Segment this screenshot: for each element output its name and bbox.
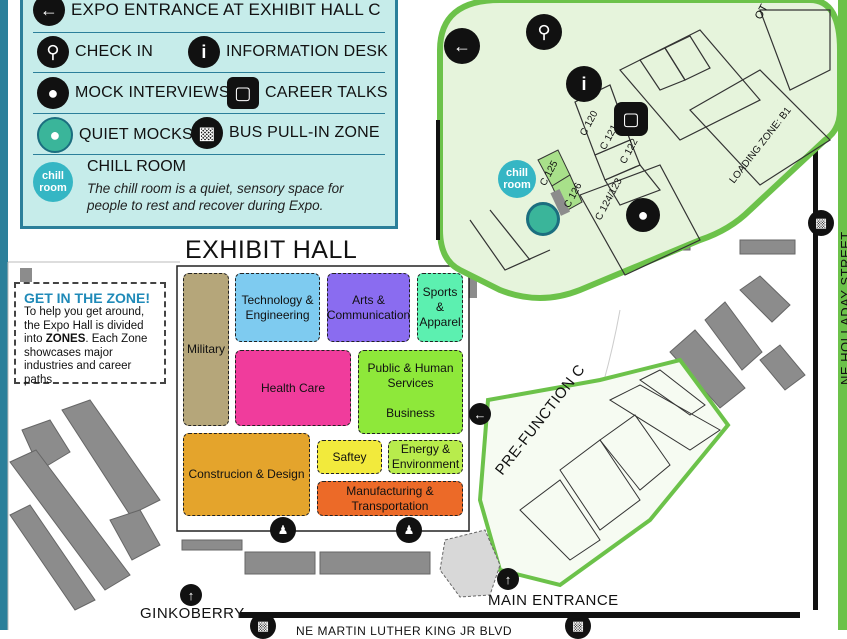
legend-information-desk: i INFORMATION DESK bbox=[188, 36, 388, 68]
legend-label: QUIET MOCKS bbox=[79, 126, 193, 143]
legend-check-in: ⚲ CHECK IN bbox=[37, 36, 153, 68]
inset-quiet-mocks-icon bbox=[526, 202, 560, 236]
legend-quiet-mocks: ● QUIET MOCKS bbox=[37, 117, 193, 153]
gray-buildings-left bbox=[9, 399, 431, 611]
legend-bus-zone: ▩ BUS PULL-IN ZONE bbox=[191, 117, 380, 149]
zone-arts-communication[interactable]: Arts & Communication bbox=[327, 273, 410, 342]
legend-label: BUS PULL-IN ZONE bbox=[229, 124, 380, 141]
legend-label: CAREER TALKS bbox=[265, 84, 388, 101]
chill-room-title: CHILL ROOM bbox=[87, 158, 186, 175]
inset-career-talks: ▢ bbox=[614, 102, 648, 136]
bus-icon: ▩ bbox=[565, 613, 591, 639]
presentation-icon: ▢ bbox=[614, 102, 648, 136]
inset-check-in: ⚲ bbox=[526, 14, 562, 50]
quiet-bubble-icon: ● bbox=[37, 117, 73, 153]
zone-label: Arts & Communication bbox=[326, 292, 411, 322]
right-border bbox=[838, 0, 847, 630]
ginkoberry-label: GINKOBERRY bbox=[140, 605, 245, 622]
restroom-icon: ♟ bbox=[396, 517, 422, 543]
chill-badge-top: chill bbox=[41, 170, 64, 182]
zone-health-care[interactable]: Health Care bbox=[235, 350, 351, 426]
legend-label: CHECK IN bbox=[75, 43, 154, 60]
get-in-the-zone-body: To help you get around, the Expo Hall is… bbox=[24, 306, 158, 387]
zone-label: Sports & Apparel bbox=[419, 285, 461, 329]
arrow-up-icon: ↑ bbox=[497, 568, 519, 590]
pre-function-outline bbox=[477, 357, 731, 588]
zone-label: Business bbox=[386, 406, 435, 420]
zone-label: Public & Human Services bbox=[367, 361, 454, 390]
inset-info-desk: i bbox=[566, 66, 602, 102]
legend-label: INFORMATION DESK bbox=[226, 43, 389, 60]
restroom-icon: ♟ bbox=[270, 517, 296, 543]
chill-badge-top: chill bbox=[505, 167, 528, 179]
arrow-left-icon: ← bbox=[33, 0, 65, 26]
get-in-the-zone-box: GET IN THE ZONE! To help you get around,… bbox=[14, 282, 166, 387]
gz-body-bold: ZONES bbox=[45, 333, 86, 345]
zone-technology-engineering[interactable]: Technology & Engineering bbox=[235, 273, 320, 342]
zone-label: Energy & Environment bbox=[391, 442, 460, 471]
street-line bbox=[813, 110, 818, 610]
get-in-the-zone-title: GET IN THE ZONE! bbox=[24, 290, 150, 306]
gz-body-post: . Each Zone showcases major industries a… bbox=[24, 333, 148, 386]
zone-safety[interactable]: Saftey bbox=[317, 440, 382, 474]
gz-body-pre: To help you get around, the Expo Hall is… bbox=[24, 306, 145, 345]
zone-label: Technology & Engineering bbox=[241, 292, 314, 322]
zone-energy-environment[interactable]: Energy & Environment bbox=[388, 440, 463, 474]
map-pin-icon: ⚲ bbox=[526, 14, 562, 50]
pre-function-rooms bbox=[519, 369, 721, 561]
arrow-up-icon: ↑ bbox=[180, 584, 202, 606]
speech-bubble-icon: ● bbox=[37, 77, 69, 109]
bottom-street-label: NE MARTIN LUTHER KING JR BLVD bbox=[296, 624, 513, 638]
zone-sports-apparel[interactable]: Sports & Apparel bbox=[417, 273, 463, 342]
speech-bubble-icon: ● bbox=[626, 198, 660, 232]
legend-title: EXPO ENTRANCE AT EXHIBIT HALL C bbox=[71, 0, 381, 19]
bus-icon: ▩ bbox=[191, 117, 223, 149]
legend-mock-interviews: ● MOCK INTERVIEWS bbox=[37, 77, 230, 109]
zone-public-human-services-business[interactable]: Public & Human Services Business bbox=[358, 350, 463, 434]
zone-construction-design[interactable]: Construcion & Design bbox=[183, 433, 310, 516]
entrance-plaza bbox=[439, 529, 501, 598]
chill-room-description: The chill room is a quiet, sensory space… bbox=[87, 181, 344, 213]
chill-badge-bottom: room bbox=[39, 182, 67, 194]
zone-label: Construcion & Design bbox=[188, 467, 305, 481]
holladay-street-label: NE HOLLADAY STREET bbox=[838, 231, 847, 385]
inset-map: ← ⚲ i ▢ ● chill room C 120 C 121 C 122 C… bbox=[430, 0, 842, 308]
exhibit-hall-title: EXHIBIT HALL bbox=[185, 236, 358, 264]
bus-icon: ▩ bbox=[808, 210, 834, 236]
legend-label: MOCK INTERVIEWS bbox=[75, 84, 230, 101]
zone-label: Military bbox=[187, 342, 225, 356]
chill-room-icon: chill room bbox=[33, 162, 73, 202]
info-icon: i bbox=[566, 66, 602, 102]
inset-rooms bbox=[469, 9, 831, 276]
inset-mock-interviews: ● bbox=[626, 198, 660, 232]
legend-career-talks: ▢ CAREER TALKS bbox=[227, 77, 388, 109]
legend-expo-entrance: ← EXPO ENTRANCE AT EXHIBIT HALL C bbox=[33, 0, 381, 26]
arrow-left-icon: ← bbox=[444, 28, 480, 64]
presentation-icon: ▢ bbox=[227, 77, 259, 109]
zone-manufacturing-transportation[interactable]: Manufacturing & Transportation bbox=[317, 481, 463, 516]
legend-panel: ← EXPO ENTRANCE AT EXHIBIT HALL C ⚲ CHEC… bbox=[20, 0, 398, 229]
left-border bbox=[0, 0, 8, 630]
inset-outline bbox=[437, 0, 842, 301]
info-icon: i bbox=[188, 36, 220, 68]
inset-chill-room-icon: chill room bbox=[498, 160, 536, 198]
zone-label: Health Care bbox=[260, 380, 326, 395]
chill-badge-bottom: room bbox=[503, 179, 531, 191]
bottom-street-line bbox=[240, 612, 800, 618]
bus-icon: ▩ bbox=[250, 613, 276, 639]
zone-label: Manufacturing & Transportation bbox=[346, 483, 434, 513]
zone-military[interactable]: Military bbox=[183, 273, 229, 426]
main-entrance-label: MAIN ENTRANCE bbox=[488, 592, 619, 609]
arrow-left-icon: ← bbox=[469, 403, 491, 425]
map-pin-icon: ⚲ bbox=[37, 36, 69, 68]
zone-label: Saftey bbox=[332, 449, 367, 464]
inset-entrance-arrow: ← bbox=[444, 28, 480, 64]
